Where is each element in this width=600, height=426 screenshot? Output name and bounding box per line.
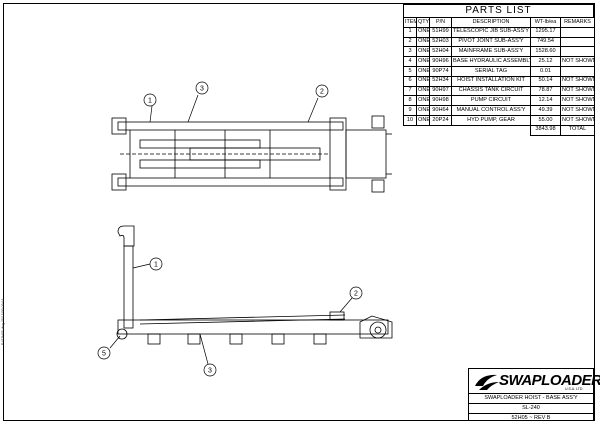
callout-side-3-circle	[203, 363, 217, 377]
file-path-note: P:\52H05.dwg 05/15/06 09:04	[1, 298, 5, 345]
sheet-border	[3, 3, 595, 421]
top-roller-lower	[111, 173, 127, 191]
top-hook-upper	[371, 115, 385, 129]
side-front-bracket	[359, 315, 393, 339]
callout-top-2: 2	[320, 89, 324, 96]
total-label: TOTAL	[560, 124, 595, 136]
side-pivot-hub	[374, 326, 382, 334]
callout-labels: 1 3 2 1 2 5 3	[102, 86, 358, 375]
brand-logo: SWAPLOADER U.S.A. LTD.	[469, 369, 600, 394]
leader-side-5	[109, 335, 121, 349]
side-bracket-1	[147, 333, 161, 345]
side-jib-column	[123, 245, 134, 329]
side-bracket-3	[229, 333, 243, 345]
callout-top-3-circle	[195, 81, 209, 95]
top-pivot-housing	[345, 129, 387, 179]
callout-top-1: 1	[148, 98, 152, 105]
callout-side-5: 5	[102, 351, 106, 358]
parts-table: ITEM QTY P/N DESCRIPTION WT-lb/ea REMARK…	[403, 17, 595, 136]
drawing-number: 52H05 ~ REV B	[511, 415, 551, 421]
top-cylinder-lower	[139, 159, 261, 169]
callout-side-3: 3	[208, 368, 212, 375]
top-cylinder-upper	[139, 139, 261, 149]
side-bracket-2	[187, 333, 201, 345]
side-rear-roller	[116, 328, 128, 340]
callout-top-2-circle	[315, 84, 329, 98]
callout-side-5-circle	[97, 346, 111, 360]
parts-list-title: PARTS LIST	[403, 4, 594, 17]
side-pivot-block	[329, 311, 345, 321]
callout-top-3: 3	[200, 86, 204, 93]
top-hook-lower	[371, 179, 385, 193]
brand-sub: U.S.A. LTD.	[565, 387, 584, 391]
side-pivot-wheel	[369, 321, 387, 339]
drawing-title: SWAPLOADER HOIST - BASE ASS'Y	[469, 394, 593, 404]
callout-top-1-circle	[143, 93, 157, 107]
leader-side-2	[339, 297, 353, 313]
callout-side-1-circle	[149, 257, 163, 271]
model-number: SL-240	[469, 404, 593, 414]
side-cylinder-2	[139, 318, 346, 325]
leader-top-3	[187, 94, 199, 123]
side-bracket-5	[313, 333, 327, 345]
leader-top-2	[307, 97, 319, 123]
top-roller-upper	[111, 117, 127, 135]
side-cylinder	[139, 314, 346, 321]
parts-list: PARTS LIST ITEM QTY P/N DESCRIPTION WT-l…	[403, 4, 595, 136]
swoosh-icon	[475, 374, 499, 390]
callout-side-2-circle	[349, 286, 363, 300]
side-view	[116, 225, 393, 345]
side-bracket-4	[271, 333, 285, 345]
callouts	[97, 81, 363, 377]
side-mainframe	[117, 319, 389, 335]
brand-name: SWAPLOADER	[499, 372, 600, 389]
parts-total-row: 3843.98 TOTAL	[404, 124, 595, 136]
callout-side-2: 2	[354, 291, 358, 298]
top-view	[111, 115, 392, 193]
callout-side-1: 1	[154, 262, 158, 269]
leader-side-3	[199, 333, 209, 365]
side-hook	[117, 225, 135, 247]
title-block: SWAPLOADER U.S.A. LTD. SWAPLOADER HOIST …	[468, 368, 600, 421]
top-rail-lower	[117, 177, 344, 187]
top-pivot-plate	[329, 117, 347, 191]
leader-side-1	[132, 263, 151, 269]
leader-top-1	[149, 105, 153, 123]
top-rail-upper	[117, 121, 344, 131]
